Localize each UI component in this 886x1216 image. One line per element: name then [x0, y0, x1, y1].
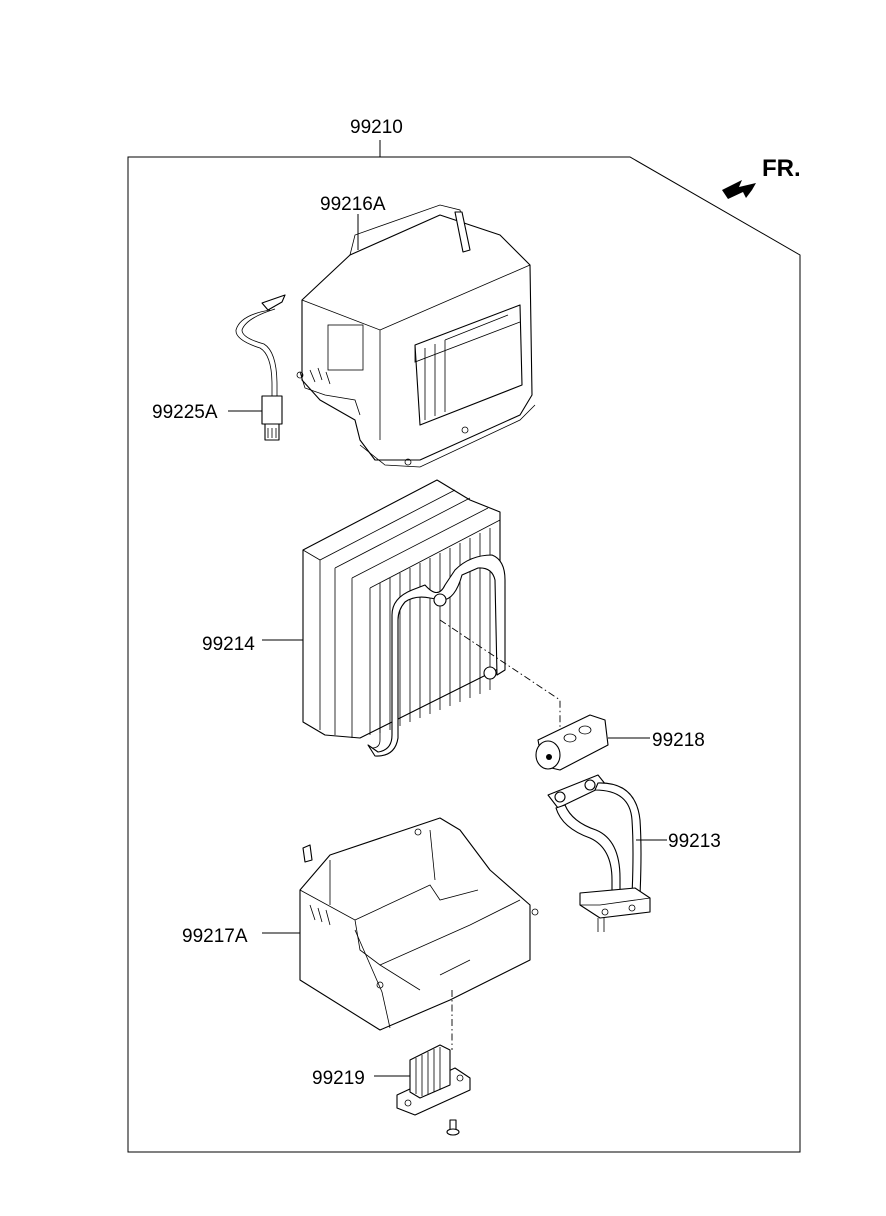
- assembly-boundary: [127, 156, 801, 1153]
- upper-case-part-number[interactable]: 99216A: [320, 194, 386, 215]
- evaporator-drawing[interactable]: [302, 479, 506, 757]
- direction-label: FR.: [762, 155, 801, 182]
- sensor-part-number[interactable]: 99225A: [152, 402, 218, 423]
- upper-case-drawing[interactable]: [296, 204, 536, 468]
- lower-case-drawing[interactable]: [299, 817, 539, 1031]
- expansion-valve-drawing[interactable]: [535, 714, 609, 771]
- pipe-drawing[interactable]: [547, 774, 651, 932]
- expansion-valve-part-number[interactable]: 99218: [652, 730, 705, 751]
- pipe-part-number[interactable]: 99213: [668, 831, 721, 852]
- sensor-drawing[interactable]: [235, 294, 286, 441]
- resistor-part-number[interactable]: 99219: [312, 1068, 365, 1089]
- assembly-part-number[interactable]: 99210: [350, 117, 403, 138]
- arrow-front-icon: [722, 180, 756, 199]
- lower-case-part-number[interactable]: 99217A: [182, 926, 248, 947]
- resistor-drawing[interactable]: [396, 1044, 471, 1136]
- evaporator-part-number[interactable]: 99214: [202, 634, 255, 655]
